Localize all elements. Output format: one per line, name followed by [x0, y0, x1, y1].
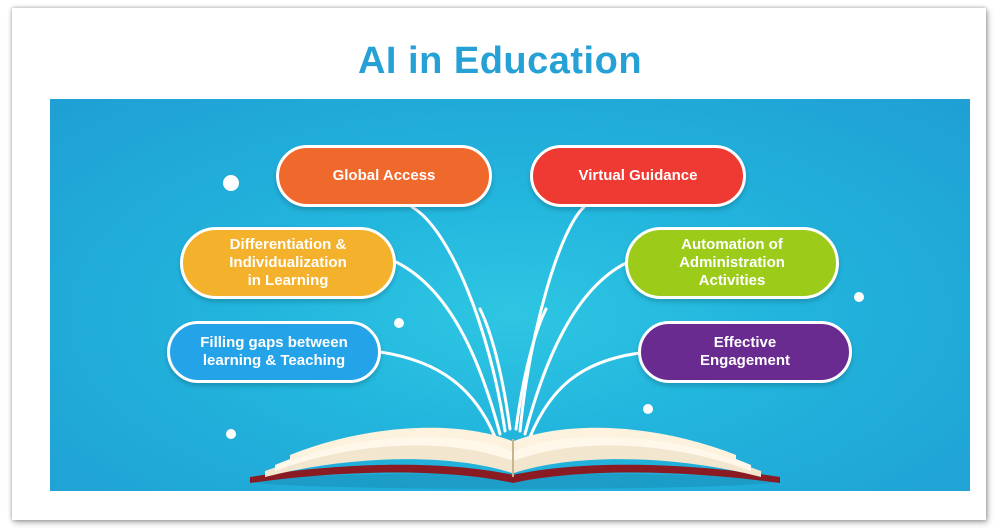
connector-differentiation [394, 260, 502, 436]
connector-automation [523, 261, 628, 436]
decor-dot [394, 318, 404, 328]
pill-automation: Automation of Administration Activities [625, 227, 839, 299]
page-title: AI in Education [357, 40, 643, 82]
connector-virtual-guidance [518, 205, 586, 433]
pill-differentiation: Differentiation & Individualization in L… [180, 227, 396, 299]
connector-engagement [528, 351, 642, 439]
open-book-icon [248, 427, 780, 489]
connector-lines [378, 205, 642, 439]
decor-dot [226, 429, 236, 439]
pill-global-access: Global Access [276, 145, 492, 207]
diagram-panel: Global Access Differentiation & Individu… [50, 99, 970, 491]
decor-dot [643, 404, 653, 414]
pill-virtual-guidance: Virtual Guidance [530, 145, 746, 207]
diagram-canvas [223, 175, 864, 489]
pill-filling-gaps: Filling gaps between learning & Teaching [167, 321, 381, 383]
connector-global-access [410, 205, 507, 433]
connector-center-a [478, 307, 512, 431]
decor-dot [223, 175, 239, 191]
decor-dot [854, 292, 864, 302]
connector-center-b [514, 307, 548, 431]
connector-filling-gaps [378, 350, 497, 439]
pill-engagement: Effective Engagement [638, 321, 852, 383]
